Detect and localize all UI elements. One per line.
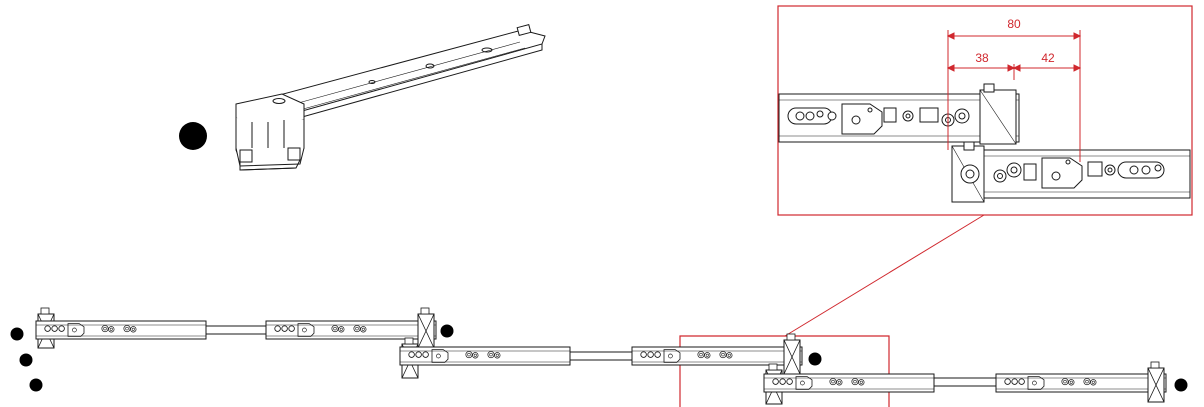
bullet-dot-icon [1174,378,1188,392]
bullet-dot-icon [29,378,43,392]
dimension-right-label: 42 [1041,51,1055,65]
detail-view: 80 38 42 [777,5,1193,216]
detail-leader-line [784,214,985,337]
detail-rail-lower [951,141,1191,203]
bullet-markers [10,324,1188,392]
rail-row-2 [400,333,802,379]
dimension-lines [946,30,1082,162]
rail-row-3 [764,361,1166,405]
isometric-arm-drawing [235,23,546,171]
bullet-dot-icon [10,327,24,341]
bullet-dot-icon [19,353,33,367]
rail-row-1 [36,307,436,349]
dimension-total-label: 80 [1007,17,1021,31]
bullet-dot-icon [179,122,207,150]
dimension-left-label: 38 [975,51,989,65]
bullet-dot-icon [808,352,822,366]
detail-region-marker [679,335,890,407]
bullet-dot-icon [440,324,454,338]
rail-assembly [36,307,1166,405]
detail-rail-upper [778,83,1020,145]
